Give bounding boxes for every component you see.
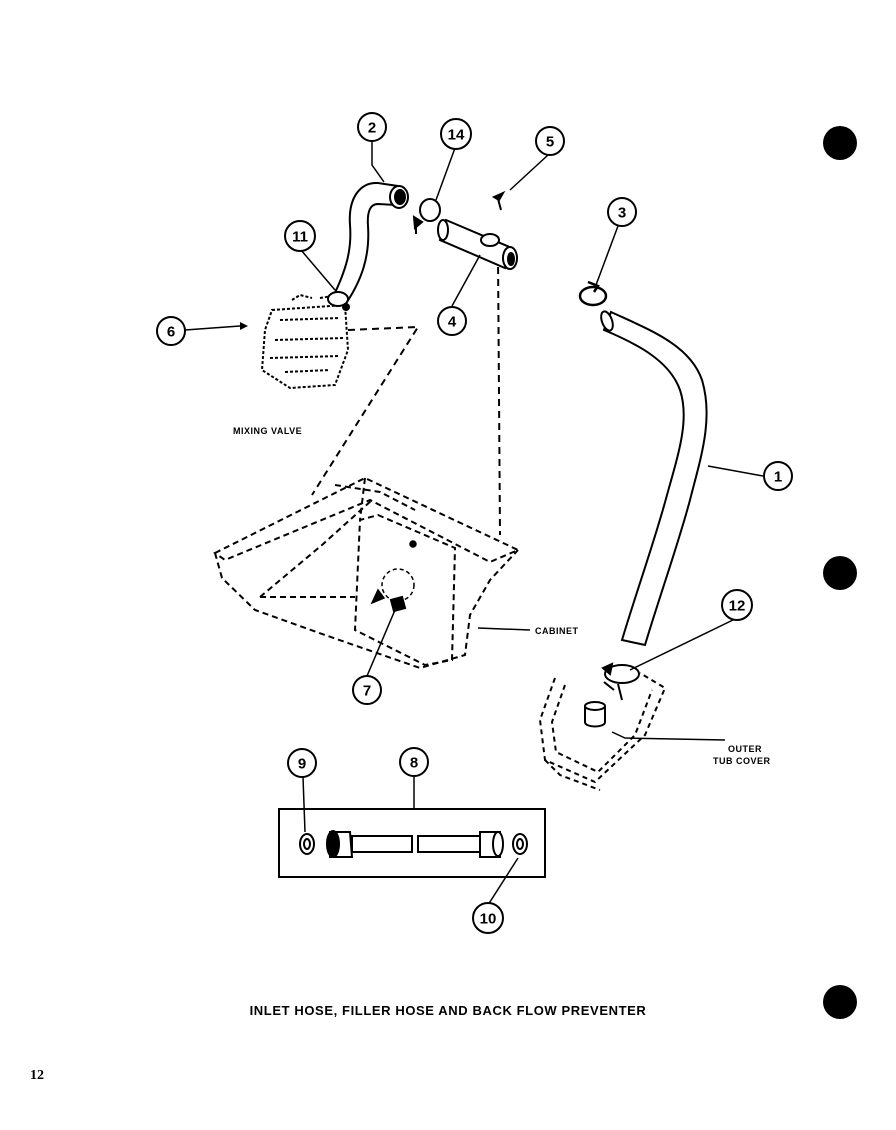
svg-text:7: 7 xyxy=(363,683,371,700)
hose-clamp-11 xyxy=(327,291,350,311)
assembly-leaders xyxy=(311,254,501,536)
svg-text:3: 3 xyxy=(618,205,626,222)
binder-hole-bottom xyxy=(823,985,857,1019)
svg-text:4: 4 xyxy=(448,314,457,331)
callout-1: 1 xyxy=(763,461,793,491)
inlet-hose xyxy=(600,310,708,647)
svg-text:1: 1 xyxy=(774,469,782,486)
mixing-valve xyxy=(260,293,350,390)
svg-text:11: 11 xyxy=(292,229,308,246)
cabinet-outline xyxy=(213,476,521,670)
tub-cover-fitting xyxy=(584,701,606,728)
hose-clamp-12 xyxy=(601,662,640,701)
tube-4 xyxy=(437,218,518,270)
arrowheads xyxy=(240,322,248,330)
clamp-14 xyxy=(412,198,441,234)
callout-8: 8 xyxy=(399,747,429,777)
diagram-caption: INLET HOSE, FILLER HOSE AND BACK FLOW PR… xyxy=(249,1003,647,1018)
backflow-preventer-mount xyxy=(389,595,407,613)
callout-4: 4 xyxy=(437,306,467,336)
callout-10: 10 xyxy=(472,902,504,934)
callout-12: 12 xyxy=(721,589,753,621)
svg-text:12: 12 xyxy=(729,598,746,615)
callout-7: 7 xyxy=(352,675,382,705)
kit-box xyxy=(278,808,546,878)
back-flow-hose xyxy=(326,830,504,858)
callout-6: 6 xyxy=(156,316,186,346)
washer-9 xyxy=(299,833,315,855)
svg-text:2: 2 xyxy=(368,120,376,137)
svg-text:14: 14 xyxy=(448,127,465,144)
filler-hose xyxy=(331,181,409,307)
outer-tub-cover xyxy=(538,672,667,791)
binder-hole-top xyxy=(823,126,857,160)
label-mixing-valve: MIXING VALVE xyxy=(233,426,302,436)
callout-11: 11 xyxy=(284,220,316,252)
callout-9: 9 xyxy=(287,748,317,778)
svg-text:6: 6 xyxy=(167,324,175,341)
svg-text:5: 5 xyxy=(546,134,554,151)
label-cabinet: CABINET xyxy=(535,626,579,636)
svg-text:8: 8 xyxy=(410,755,418,772)
page-number: 12 xyxy=(30,1068,44,1083)
svg-text:10: 10 xyxy=(480,911,497,928)
callout-3: 3 xyxy=(607,197,637,227)
cabinet-interior xyxy=(370,540,417,613)
callout-5: 5 xyxy=(535,126,565,156)
washer-10 xyxy=(512,833,528,855)
screw-5 xyxy=(491,190,506,211)
binder-hole-middle xyxy=(823,556,857,590)
hose-clamp-3 xyxy=(578,280,608,307)
label-outer-tub-cover-1: OUTER xyxy=(728,744,762,754)
callout-2: 2 xyxy=(357,112,387,142)
callout-14: 14 xyxy=(440,118,472,150)
callout-leaders xyxy=(184,142,764,906)
svg-text:9: 9 xyxy=(298,756,306,773)
label-outer-tub-cover-2: TUB COVER xyxy=(713,756,771,766)
